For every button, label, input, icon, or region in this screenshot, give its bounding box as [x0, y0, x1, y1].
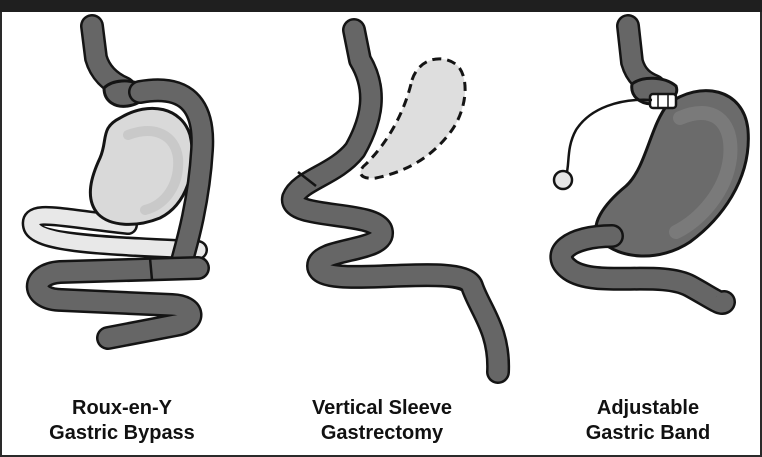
roux-en-y-diagram	[32, 26, 203, 338]
caption-line-1: Roux-en-Y	[22, 396, 222, 421]
access-port	[554, 171, 572, 189]
caption-line-2: Gastrectomy	[282, 421, 482, 446]
gastric-sleeve	[293, 30, 498, 372]
caption-line-1: Vertical Sleeve	[282, 396, 482, 421]
sleeve-gastrectomy-diagram	[293, 30, 498, 372]
gastric-band-diagram	[554, 26, 748, 303]
caption-gastric-band: Adjustable Gastric Band	[548, 396, 748, 446]
caption-roux-en-y: Roux-en-Y Gastric Bypass	[22, 396, 222, 446]
adjustable-band	[650, 94, 676, 108]
caption-sleeve-gastrectomy: Vertical Sleeve Gastrectomy	[282, 396, 482, 446]
caption-line-2: Gastric Bypass	[22, 421, 222, 446]
caption-line-2: Gastric Band	[548, 421, 748, 446]
caption-line-1: Adjustable	[548, 396, 748, 421]
